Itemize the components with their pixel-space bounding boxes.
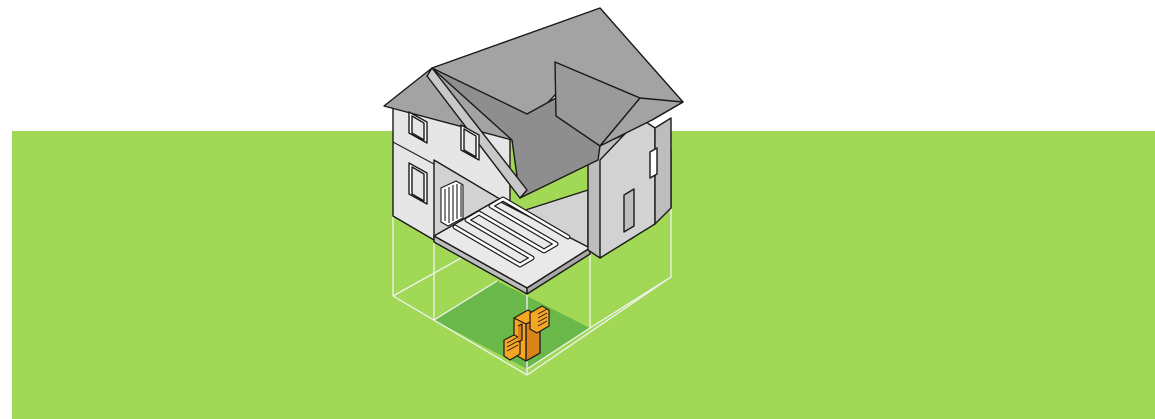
window-icon [650, 148, 657, 178]
door-icon [624, 189, 634, 232]
ground-strip [12, 131, 1155, 419]
radiator-icon [441, 181, 463, 226]
